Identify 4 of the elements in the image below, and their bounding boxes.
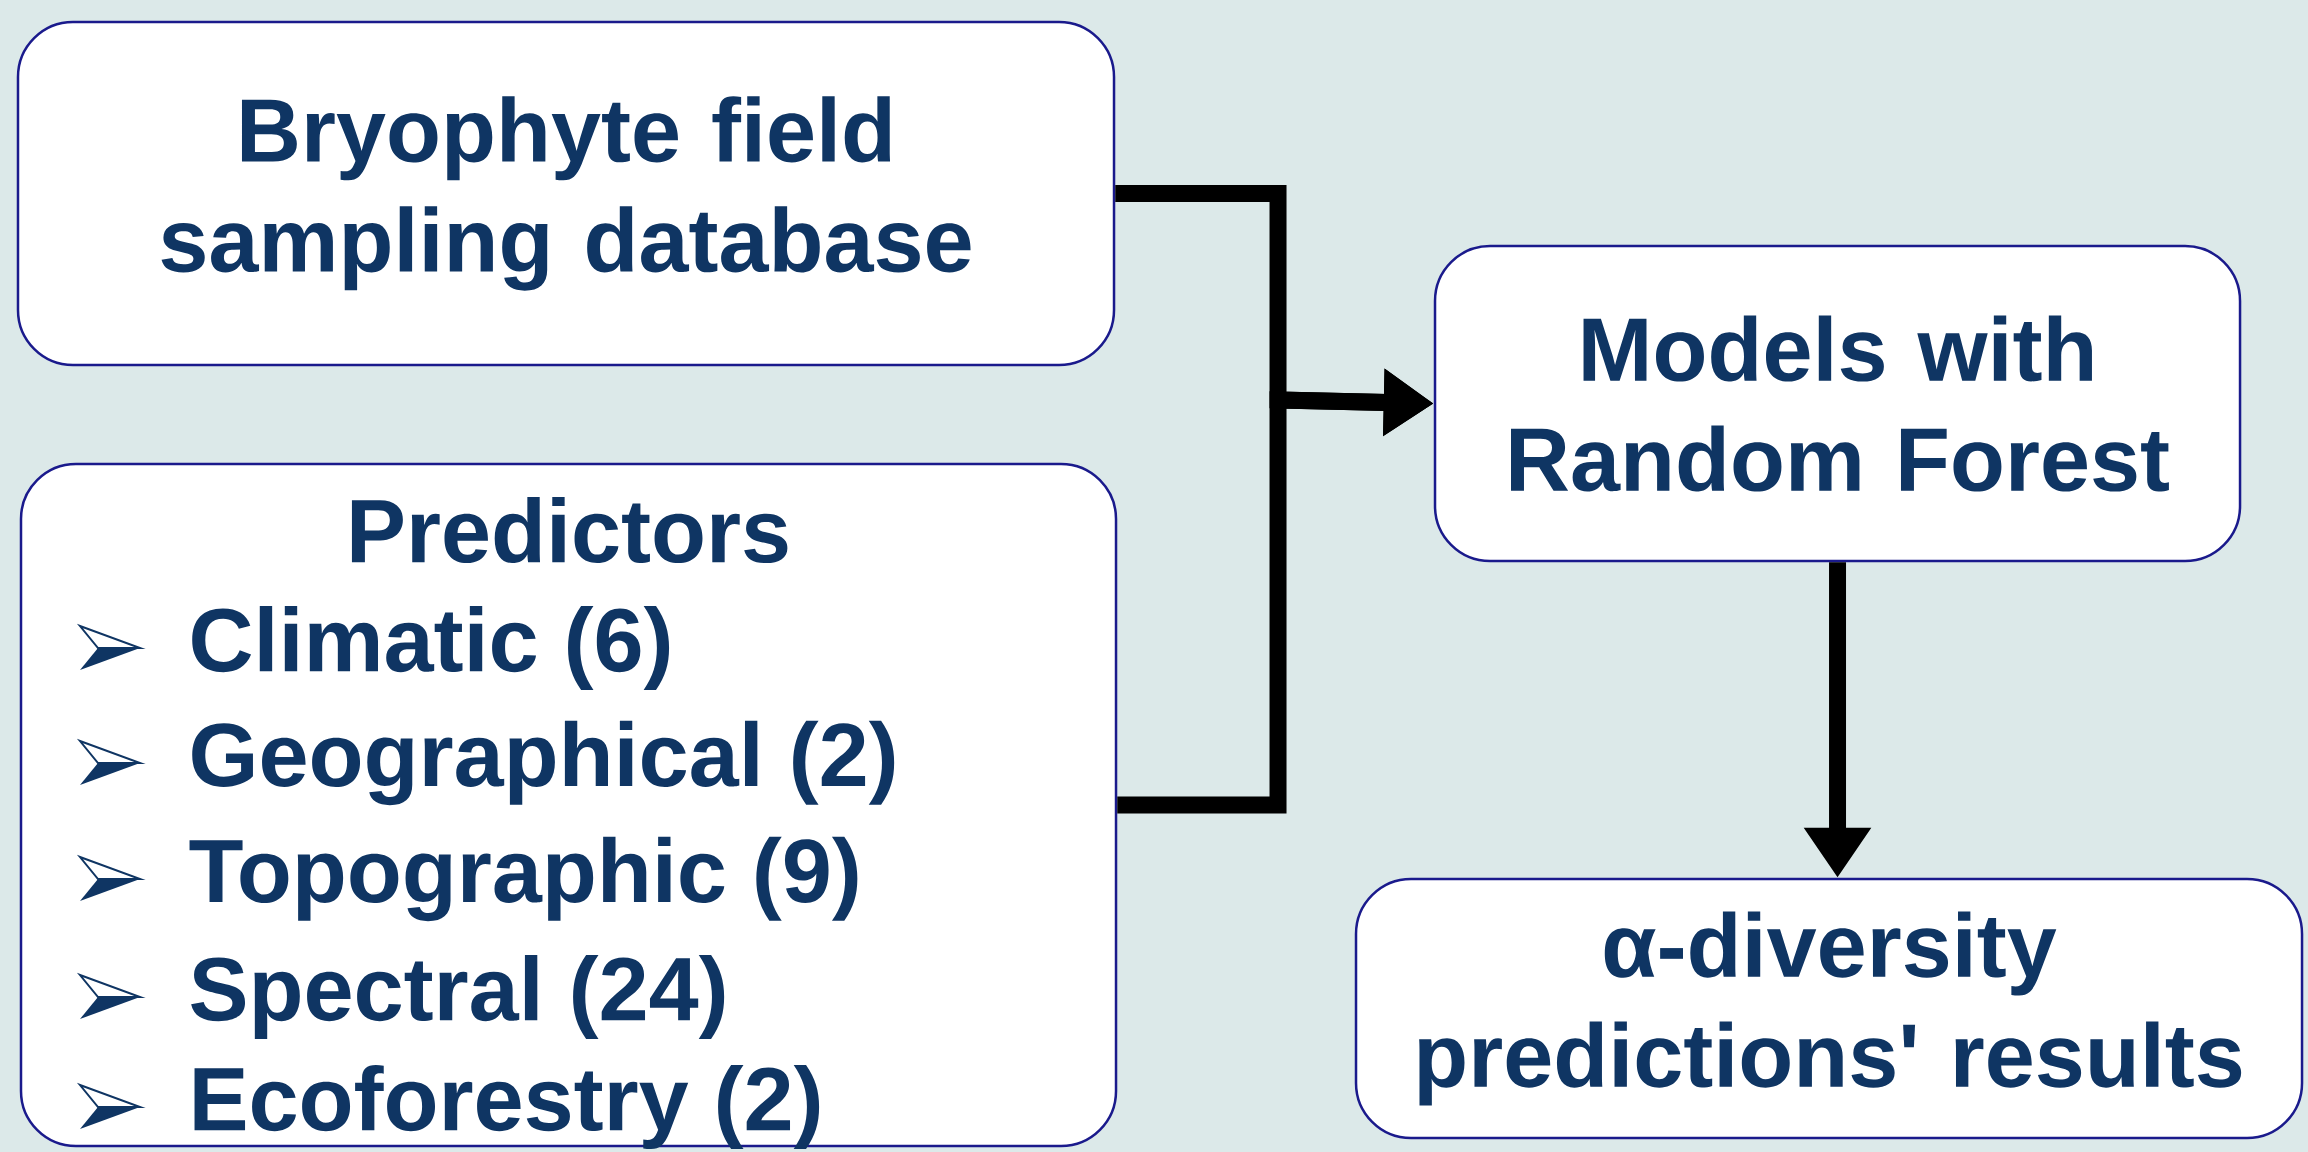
process-box: Models with Random Forest xyxy=(1433,244,2242,563)
process-box: α-diversity predictions' results xyxy=(1354,877,2304,1140)
process-box: Bryophyte field sampling database xyxy=(16,20,1116,367)
predictor-list-box: Predictors Climatic (6) Geographical (2) Topographic (9) Spectral (24) Ecoforestry (2) xyxy=(19,462,1118,1149)
